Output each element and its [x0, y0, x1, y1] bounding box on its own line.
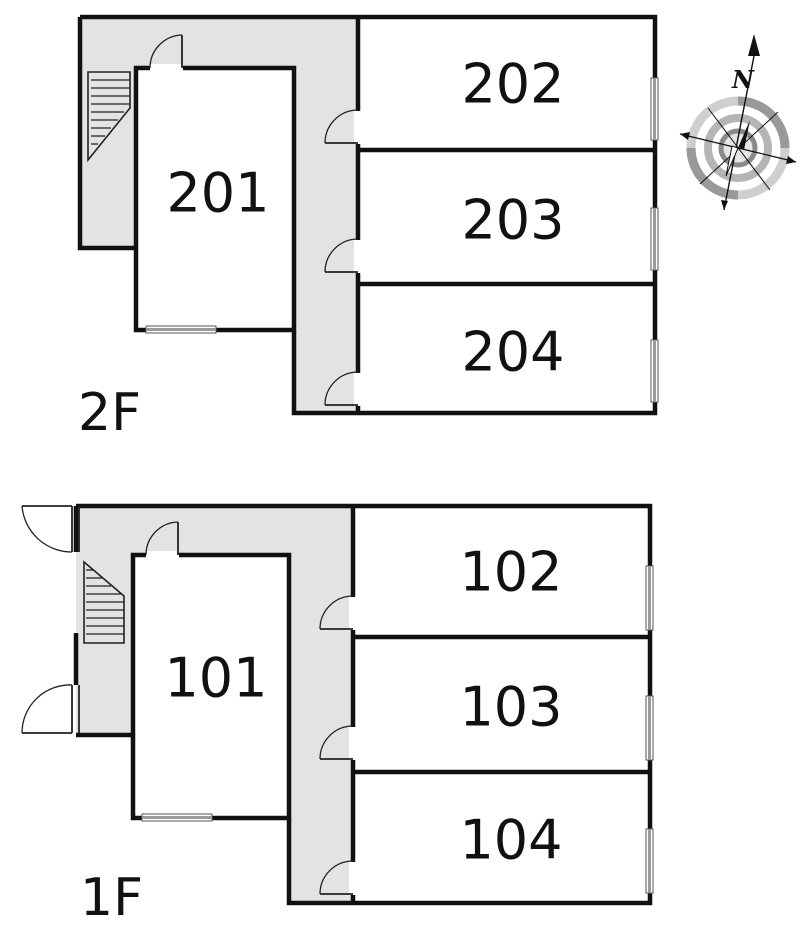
room-202-label: 202	[461, 53, 564, 116]
floor-label-1f: 1F	[80, 868, 143, 928]
room-103-label: 103	[459, 676, 562, 739]
window-103-icon	[645, 695, 654, 761]
entrance-door-lower-icon	[21, 684, 80, 734]
window-101-icon	[141, 813, 213, 822]
entrance-door-upper-icon	[21, 505, 80, 553]
stairs-2f-icon	[87, 71, 131, 163]
door-104-icon	[319, 860, 357, 895]
compass-rose-icon	[679, 34, 797, 211]
floor-1f: 101 102 103 104 1F	[21, 503, 654, 928]
door-102-icon	[319, 595, 357, 630]
door-101-icon	[145, 521, 179, 559]
outer-wall-1f	[73, 503, 653, 906]
door-204-icon	[324, 371, 362, 406]
room-204-label: 204	[461, 321, 564, 384]
room-203-label: 203	[461, 189, 564, 252]
room-201-label: 201	[166, 162, 269, 225]
window-201-icon	[145, 325, 217, 334]
room-101-label: 101	[164, 647, 267, 710]
window-202-icon	[650, 77, 659, 141]
window-204-icon	[650, 339, 659, 403]
compass-north-label: N	[731, 65, 755, 94]
window-203-icon	[650, 207, 659, 271]
floor-2f: 201 202 203 204 2F	[77, 14, 659, 443]
outer-wall-2f	[77, 14, 658, 416]
window-102-icon	[645, 565, 654, 631]
door-103-icon	[319, 725, 357, 760]
floor-label-2f: 2F	[78, 383, 141, 443]
door-202-icon	[324, 109, 362, 144]
door-203-icon	[324, 238, 362, 273]
stairs-1f-icon	[83, 560, 125, 644]
room-102-label: 102	[459, 541, 562, 604]
door-201-icon	[149, 34, 183, 72]
room-104-label: 104	[459, 809, 562, 872]
window-104-icon	[645, 828, 654, 894]
